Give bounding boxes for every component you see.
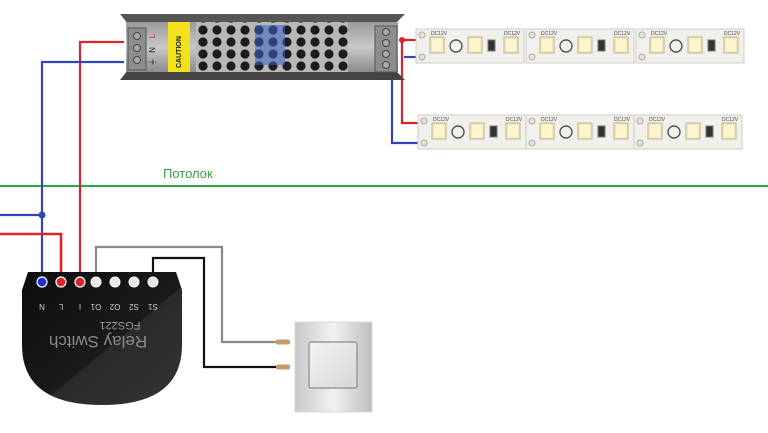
relay-switch: N L I O1 O2 S2 S1 FGS221 Relay Switch xyxy=(22,272,182,405)
relay-label-O1: O1 xyxy=(90,302,101,311)
relay-terminal-I xyxy=(74,276,86,288)
led-positive-branch xyxy=(400,40,422,125)
relay-label-N: N xyxy=(39,302,45,311)
led-strip-top xyxy=(415,28,745,64)
output-wire-o1 xyxy=(94,245,290,344)
wire-end-s1 xyxy=(276,364,290,370)
neutral-junction xyxy=(38,211,46,219)
wire-end-o1 xyxy=(276,339,290,345)
psu-terminal-L: L xyxy=(148,33,157,38)
relay-terminal-S1 xyxy=(147,276,159,288)
relay-model: FGS221 xyxy=(100,319,141,331)
neutral-wire-psu xyxy=(40,60,124,282)
relay-label-O2: O2 xyxy=(109,302,120,311)
input-wire-s1 xyxy=(151,256,290,369)
relay-terminal-S2 xyxy=(128,276,140,288)
relay-label-I: I xyxy=(79,302,81,311)
psu-terminal-N: N xyxy=(148,47,157,53)
psu-output-terminal-block xyxy=(374,25,398,73)
caution-label xyxy=(168,22,190,72)
wall-switch xyxy=(294,321,373,413)
led-strip-bottom xyxy=(417,114,743,150)
psu-terminal-ground: ⏚ xyxy=(148,58,157,66)
relay-name: Relay Switch xyxy=(49,332,147,351)
positive-junction xyxy=(399,37,405,43)
relay-label-S2: S2 xyxy=(129,302,139,311)
phase-wire-mains xyxy=(0,232,63,282)
ceiling-label: Потолок xyxy=(163,166,213,181)
relay-terminal-O1 xyxy=(90,276,102,288)
relay-terminal-L xyxy=(55,276,67,288)
caution-text: CAUTION xyxy=(176,36,183,68)
relay-label-S1: S1 xyxy=(148,302,158,311)
led-negative-branch xyxy=(390,57,422,145)
relay-terminal-O2 xyxy=(109,276,121,288)
switch-key xyxy=(308,341,358,389)
power-supply: CAUTION L N ⏚ xyxy=(120,14,405,80)
phase-wire-psu xyxy=(78,40,124,282)
relay-terminal-N xyxy=(36,276,48,288)
relay-label-L: L xyxy=(58,302,63,311)
